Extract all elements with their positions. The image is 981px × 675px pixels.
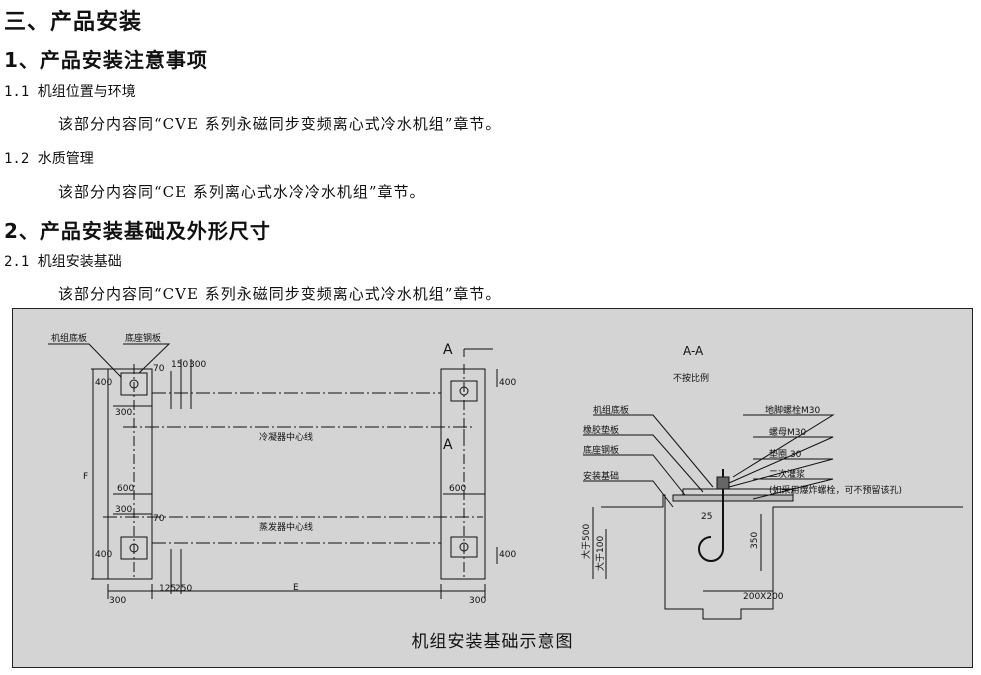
foundation-drawing: 机组底板 底座钢板 A A 冷凝器中心线 蒸发器中心线 F E 400 400 … [48, 332, 963, 620]
section-mark-top: A [443, 342, 453, 358]
dim-70-bottom: 70 [153, 514, 165, 524]
dim-E: E [293, 583, 299, 593]
item-1-2-text: 该部分内容同“CE 系列离心式水冷冷水机组”章节。 [58, 183, 426, 201]
dim-400-right-top: 400 [499, 378, 516, 388]
sec-label-washer: 垫圈 30 [769, 448, 802, 460]
subsection-1-title: 1、产品安装注意事项 [4, 48, 208, 72]
left-base-strip [107, 368, 153, 580]
dim-150: 150 [171, 360, 188, 370]
sec-label-foundation: 安装基础 [583, 470, 619, 482]
dim-F: F [83, 472, 88, 482]
sec-label-grout: 二次灌浆 [769, 468, 805, 480]
sec-label-nut: 螺母M30 [769, 427, 806, 438]
dim-70-top: 70 [153, 364, 165, 374]
dim-350: 350 [750, 532, 760, 549]
dim-300-mid: 300 [115, 505, 132, 515]
section-mark-bottom: A [443, 437, 453, 453]
foundation-outline [601, 494, 963, 620]
item-2-1-text: 该部分内容同“CVE 系列永磁同步变频离心式冷水机组”章节。 [58, 285, 502, 303]
right-base-strip [440, 368, 486, 580]
dim-300-right: 300 [189, 360, 206, 370]
sec-label-unit-base-plate: 机组底板 [593, 404, 629, 416]
dim-400-left-bottom: 400 [95, 550, 112, 560]
dim-25: 25 [701, 512, 712, 522]
section-note: 不按比例 [673, 372, 709, 384]
dim-400-left-top: 400 [95, 378, 112, 388]
item-1-1-title: 1.1 机组位置与环境 [4, 84, 136, 100]
dim-gt500: 大于500 [580, 524, 592, 559]
foundation-figure: 机组底板 底座钢板 A A 冷凝器中心线 蒸发器中心线 F E 400 400 … [12, 308, 973, 668]
item-2-1-title: 2.1 机组安装基础 [4, 254, 122, 270]
sec-label-grout-note: (如采用爆炸螺栓，可不预留该孔) [769, 484, 902, 496]
nut [716, 476, 730, 490]
dim-gt100: 大于100 [594, 536, 606, 571]
dim-300-bottom-right: 300 [469, 596, 486, 606]
dim-125: 125 [159, 584, 176, 594]
evaporator-center-line-label: 蒸发器中心线 [259, 521, 313, 533]
sec-label-seat-plate: 底座钢板 [583, 444, 619, 456]
figure-caption: 机组安装基础示意图 [411, 632, 574, 652]
dim-200x200: 200X200 [743, 592, 784, 602]
dim-300-top: 300 [115, 408, 132, 418]
section-title: A-A [683, 344, 704, 358]
dim-250: 250 [175, 584, 192, 594]
label-unit-base-plate: 机组底板 [51, 332, 87, 344]
sec-label-rubber-pad: 橡胶垫板 [583, 424, 619, 436]
condenser-center-line-label: 冷凝器中心线 [259, 431, 313, 443]
sec-label-anchor-bolt: 地脚螺栓M30 [765, 404, 820, 416]
item-1-1-text: 该部分内容同“CVE 系列永磁同步变频离心式冷水机组”章节。 [58, 115, 502, 133]
label-seat-steel-plate: 底座钢板 [125, 332, 161, 344]
dim-400-right-bottom: 400 [499, 550, 516, 560]
dim-600-left: 600 [117, 484, 134, 494]
dim-600-right: 600 [449, 484, 466, 494]
subsection-2-title: 2、产品安装基础及外形尺寸 [4, 219, 271, 243]
item-1-2-title: 1.2 水质管理 [4, 151, 94, 167]
dim-300-bottom-left: 300 [109, 596, 126, 606]
section-heading: 三、产品安装 [4, 10, 143, 35]
